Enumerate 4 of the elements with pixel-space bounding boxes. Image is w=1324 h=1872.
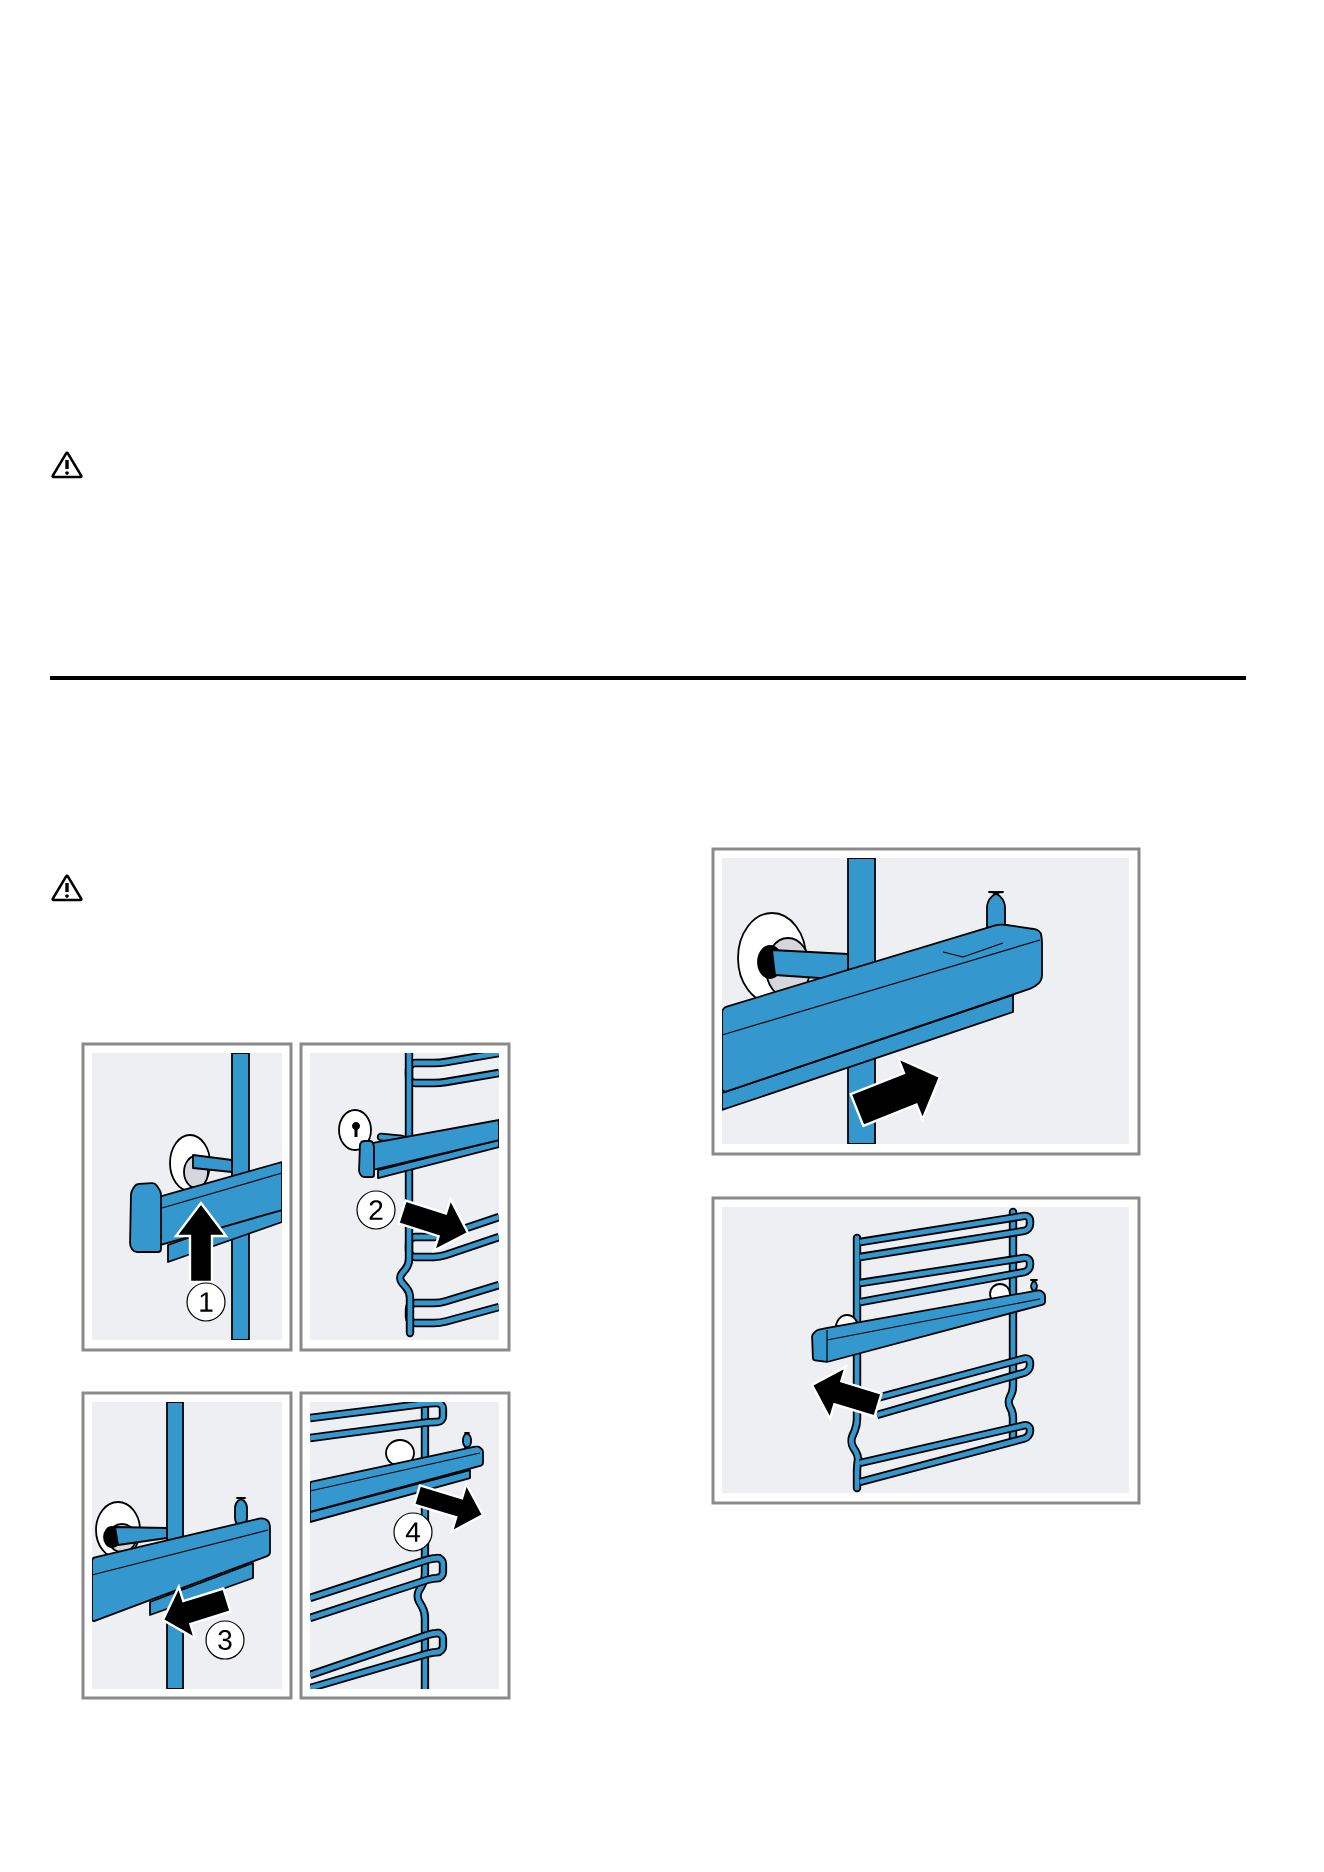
callout-number: 1: [186, 1282, 226, 1322]
callout-number: 3: [205, 1620, 245, 1660]
callout-number: 2: [356, 1190, 396, 1230]
callout-number: 4: [393, 1512, 433, 1552]
